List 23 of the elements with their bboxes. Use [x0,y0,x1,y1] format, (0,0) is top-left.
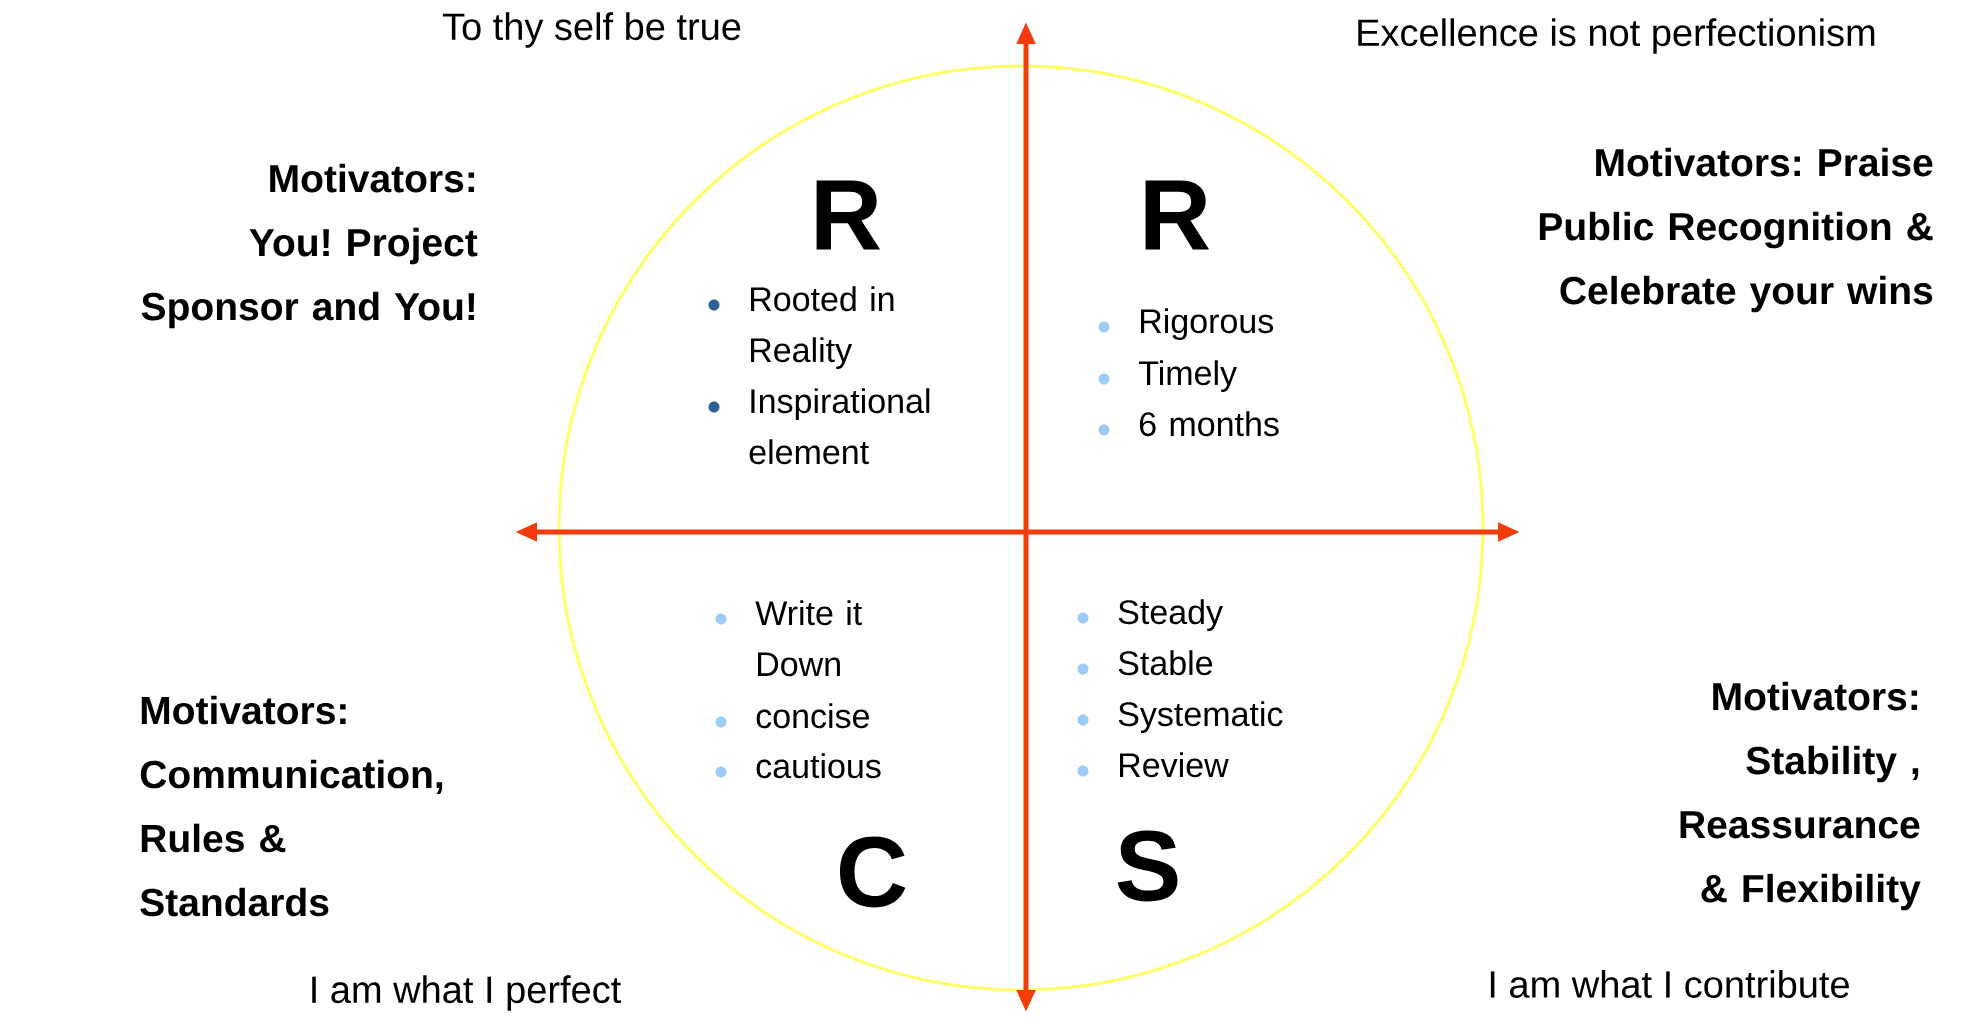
quadrant-letter: S [1117,830,1178,902]
motivators-text: Motivators: Stability , Reassurance & Flexibility [1680,681,1921,911]
bullet-item: Stable [1077,650,1213,676]
bullet-item: Inspirational element [708,388,930,465]
bullet-item: Rigorous [1098,308,1273,340]
caption-text: I am what I perfect [312,975,621,1011]
bullet-item: Systematic [1077,701,1283,733]
caption-text: Excellence is not perfectionism [1358,18,1875,54]
quadrant-letter: R [816,180,881,250]
bullet-item: Steady [1077,599,1223,631]
bullet-item: Rooted in Reality [708,286,894,369]
motivators-text: Motivators: Communication, Rules & Standards [140,695,443,917]
quadrant-letter: R [1145,180,1210,250]
motivators-text: Motivators: Praise Public Recognition & Celebrate your wins [1539,147,1933,313]
motivators-text: Motivators: You! Project Sponsor and You! [141,163,478,329]
quadrant-letter: C [840,836,906,908]
bullet-item: 6 months [1098,411,1279,437]
caption-text: I am what I contribute [1490,970,1849,998]
bullet-item: concise [715,703,869,729]
caption-text: To thy self be true [442,12,741,48]
bullet-item: Timely [1098,360,1237,392]
bullet-item: Review [1077,752,1229,778]
bullet-item: cautious [715,753,881,779]
